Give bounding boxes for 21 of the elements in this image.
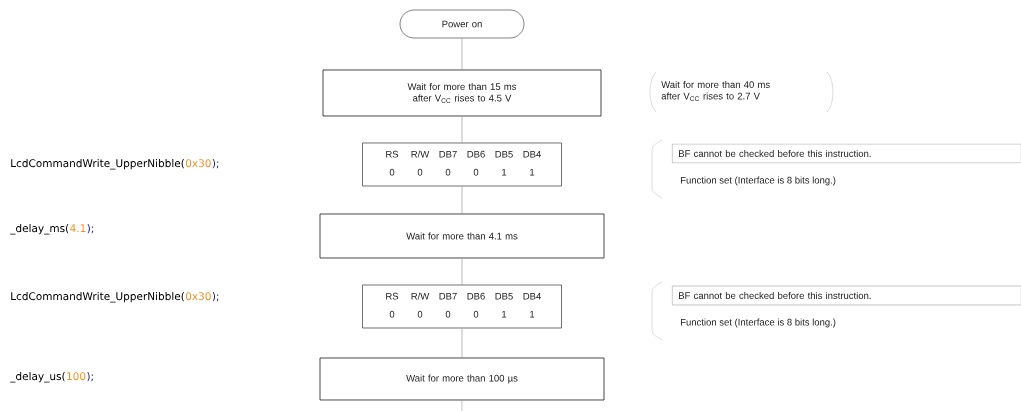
code-line: _delay_ms( 4.1 ); xyxy=(10,224,94,235)
process-box: Wait for more than 15 ms after V$_{CC}$ rises to 4.5 V xyxy=(322,69,602,117)
register-table: RS R/W DB7 DB6 DB5 DB4 0 0 0 0 1 1 xyxy=(362,284,562,329)
note-box: BF cannot be checked before this instruction. xyxy=(672,285,1021,306)
parenthesized-note: Wait for more than 40 ms after V$_{CC}$ rises to 2.7 V xyxy=(649,71,834,113)
note-text: Function set (Interface is 8 bits long.) xyxy=(681,176,836,186)
code-line: _delay_us( 100 ); xyxy=(10,372,93,383)
note-text: Function set (Interface is 8 bits long.) xyxy=(681,318,836,328)
code-line: LcdCommandWrite_UpperNibble( 0x30 ); xyxy=(11,292,219,303)
connector-line xyxy=(461,258,463,285)
connector-line xyxy=(461,400,463,411)
connector-line xyxy=(461,116,463,143)
connector-line xyxy=(461,328,463,358)
note-box: BF cannot be checked before this instruction. xyxy=(672,143,1021,164)
connector-line xyxy=(461,186,463,214)
process-box: Wait for more than 4.1 ms xyxy=(319,213,605,259)
register-table: RS R/W DB7 DB6 DB5 DB4 0 0 0 0 1 1 xyxy=(362,142,562,187)
process-box: Wait for more than 100 µs xyxy=(319,357,605,401)
start-terminal: Power on xyxy=(399,9,525,39)
code-line: LcdCommandWrite_UpperNibble( 0x30 ); xyxy=(11,159,219,170)
connector-line xyxy=(461,38,463,70)
